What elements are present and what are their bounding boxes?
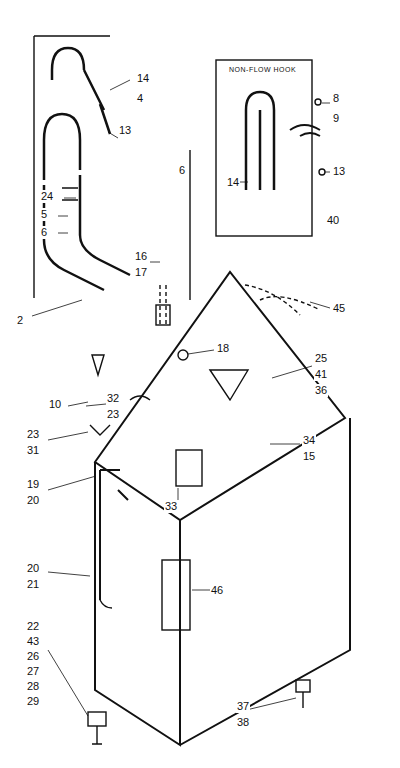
callout-number: 21 — [26, 578, 40, 591]
hose-elbow — [290, 125, 320, 136]
callout-number: 31 — [26, 444, 40, 457]
callout-number: 16 — [134, 250, 148, 263]
callout-number: 33 — [164, 500, 178, 513]
callout-number: 45 — [332, 302, 346, 315]
callout-number: 13 — [332, 165, 346, 178]
callout-number: 23 — [106, 408, 120, 421]
callout-number: 24 — [40, 190, 54, 203]
leader-line — [32, 80, 330, 716]
rear-foot — [296, 680, 310, 692]
callout-number: 6 — [178, 164, 186, 177]
callout-number: 4 — [136, 92, 144, 105]
flow-hose — [52, 48, 110, 134]
callout-number: 9 — [332, 112, 340, 125]
inset-panel — [216, 60, 312, 236]
callout-number: 43 — [26, 635, 40, 648]
callout-number: 38 — [236, 716, 250, 729]
top-brace — [210, 370, 248, 400]
foot-bolt — [302, 692, 303, 708]
callout-number: 20 — [26, 494, 40, 507]
non-flow-hose — [246, 92, 274, 190]
callout-number: 5 — [40, 208, 48, 221]
water-valve — [176, 450, 202, 486]
callout-number: 37 — [236, 700, 250, 713]
callout-number: 15 — [302, 450, 316, 463]
callout-number: 8 — [332, 92, 340, 105]
callout-number: 46 — [210, 584, 224, 597]
callout-number: 36 — [314, 384, 328, 397]
callout-number: 18 — [216, 342, 230, 355]
callout-number: 34 — [302, 434, 316, 447]
cabinet-top — [95, 272, 345, 520]
callout-number: 14 — [226, 176, 240, 189]
callout-number: 19 — [26, 478, 40, 491]
bracket — [92, 355, 104, 375]
hose-connector — [160, 285, 320, 325]
callout-number: 6 — [40, 226, 48, 239]
inlet-tube — [100, 470, 128, 600]
callout-number: 10 — [48, 398, 62, 411]
leveling-foot — [88, 712, 106, 726]
callout-number: 23 — [26, 428, 40, 441]
clamp — [315, 99, 321, 105]
washer-ring — [319, 169, 325, 175]
callout-number: 41 — [314, 368, 328, 381]
panel-outline — [34, 36, 190, 300]
callout-number: 17 — [134, 266, 148, 279]
callout-number: 13 — [118, 124, 132, 137]
tube-bend — [100, 600, 112, 608]
callout-number: 28 — [26, 680, 40, 693]
callout-number: 29 — [26, 695, 40, 708]
cabinet-body — [95, 418, 350, 745]
pump-motor — [162, 560, 190, 630]
callout-number: 32 — [106, 392, 120, 405]
callout-number: 2 — [16, 314, 24, 327]
spring — [178, 350, 188, 360]
callout-number: 22 — [26, 620, 40, 633]
hose-coupling — [156, 305, 170, 325]
callout-number: 25 — [314, 352, 328, 365]
callout-number: 20 — [26, 562, 40, 575]
foot-bolt — [92, 726, 102, 744]
callout-number: 26 — [26, 650, 40, 663]
callout-number: 27 — [26, 665, 40, 678]
drain-hose — [44, 114, 130, 290]
callout-number: 40 — [326, 214, 340, 227]
callout-number: 14 — [136, 72, 150, 85]
panel-heading: NON-FLOW HOOK — [228, 66, 297, 74]
